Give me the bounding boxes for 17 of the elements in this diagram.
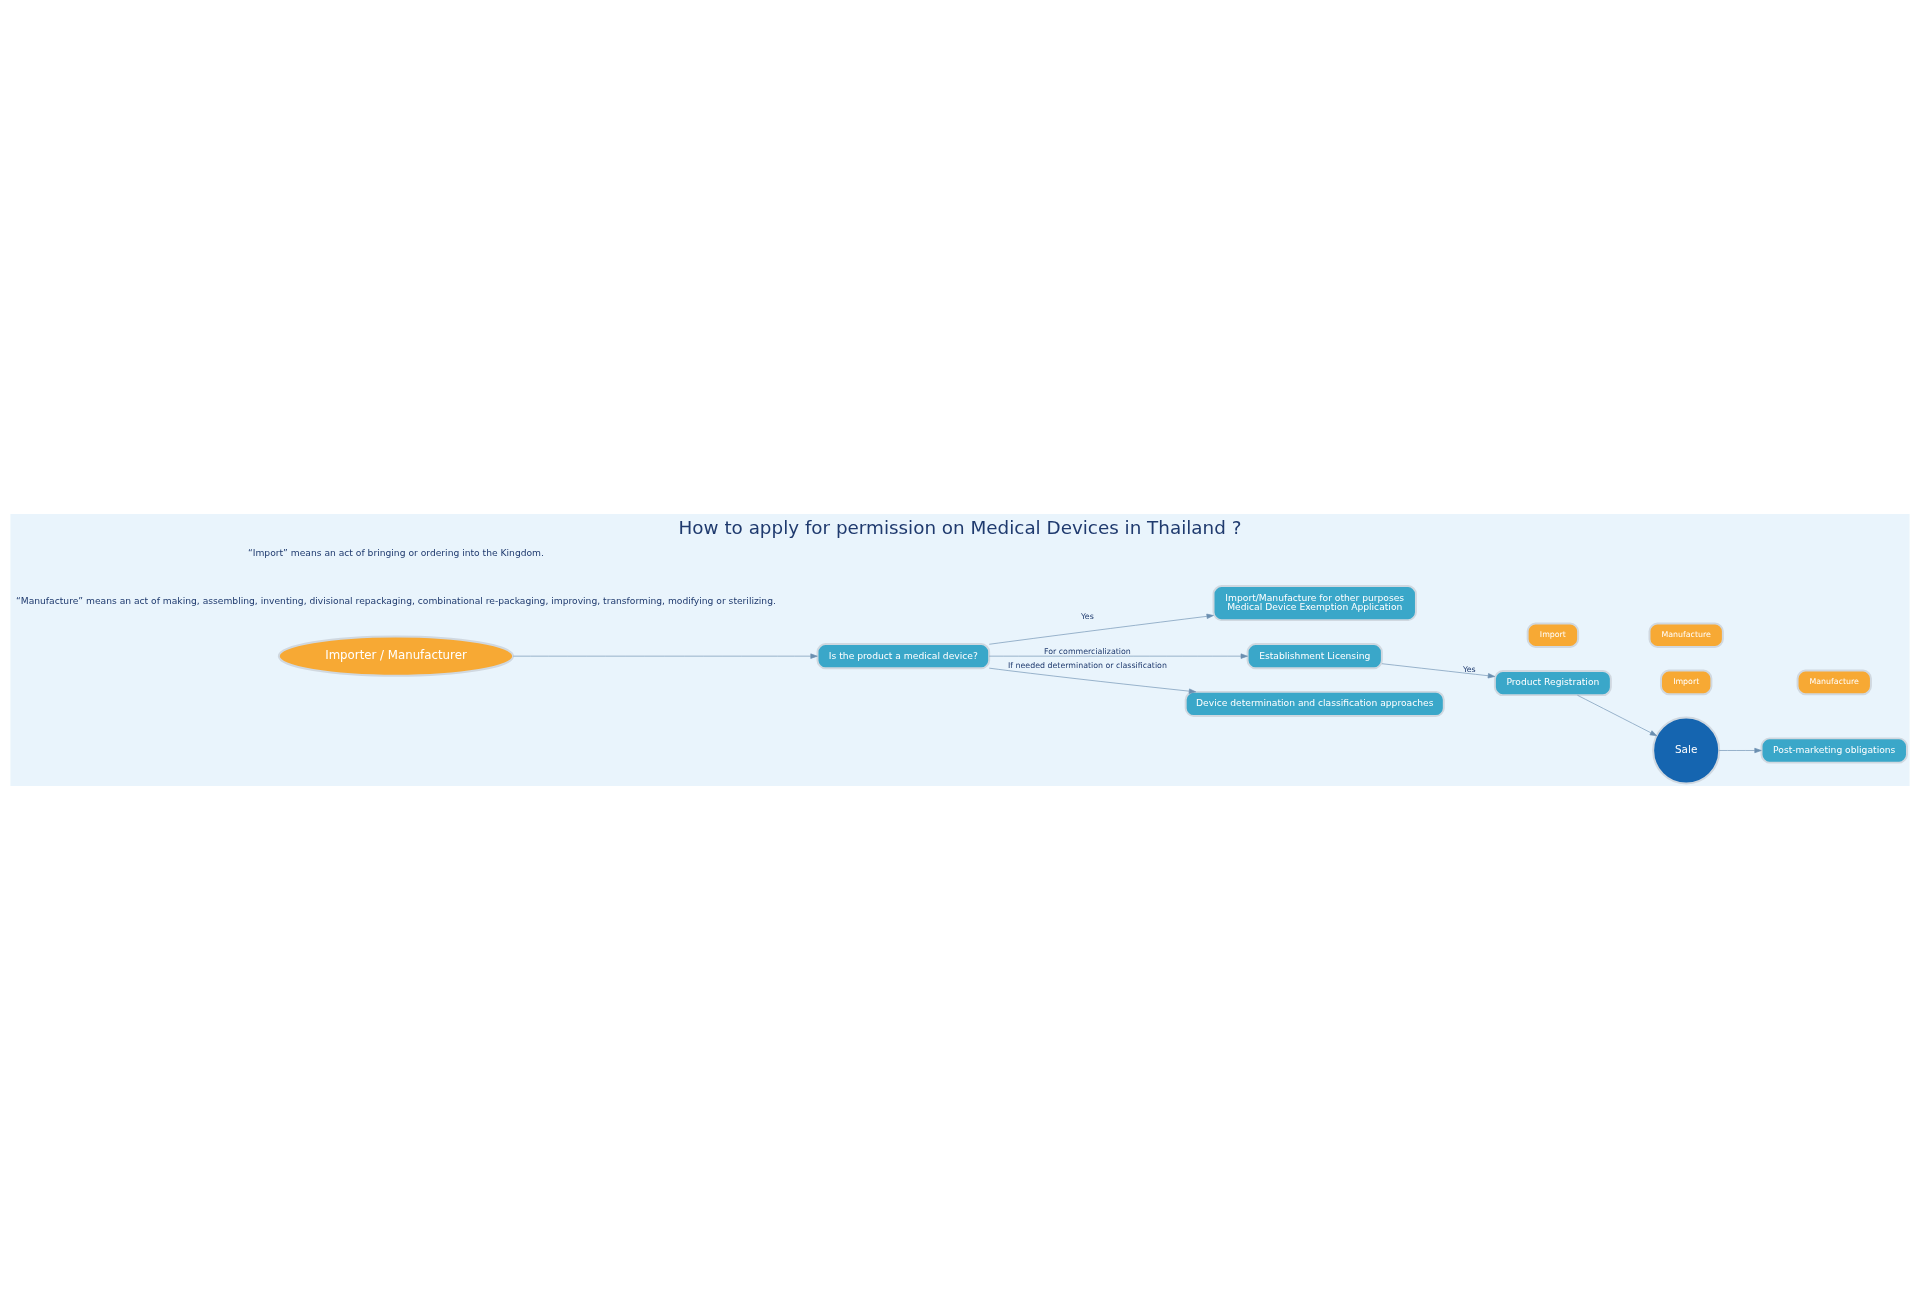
arrow	[988, 613, 1214, 645]
label: “Import” means an act of bringing or ordering into the Kingdom.	[247, 547, 544, 559]
arrow	[1718, 747, 1762, 754]
node-box: Establishment Licensing	[1246, 643, 1383, 670]
arrow	[988, 653, 1248, 659]
arrow	[513, 653, 818, 659]
arrow	[1577, 694, 1658, 737]
node-box: Is the product a medical device?	[816, 643, 991, 670]
node-circle: Sale	[1652, 716, 1721, 785]
node-box: Product Registration	[1493, 669, 1612, 697]
label: “Manufacture” means an act of making, assembling, inventing, divisional repackaging, combinational re-packaging, improving, transforming, modifying or sterilizing.	[16, 594, 776, 606]
node-box: Import/Manufacture for other purposes Medical Device Exemption Application	[1212, 585, 1417, 622]
arrow	[1381, 663, 1496, 679]
diagram-title: How to apply for permission on Medical Devices in Thailand ?	[678, 516, 1242, 538]
node-ellipse: Importer / Manufacturer	[277, 635, 515, 677]
arrow	[988, 667, 1197, 694]
node-box: Post-marketing obligations	[1760, 737, 1908, 764]
